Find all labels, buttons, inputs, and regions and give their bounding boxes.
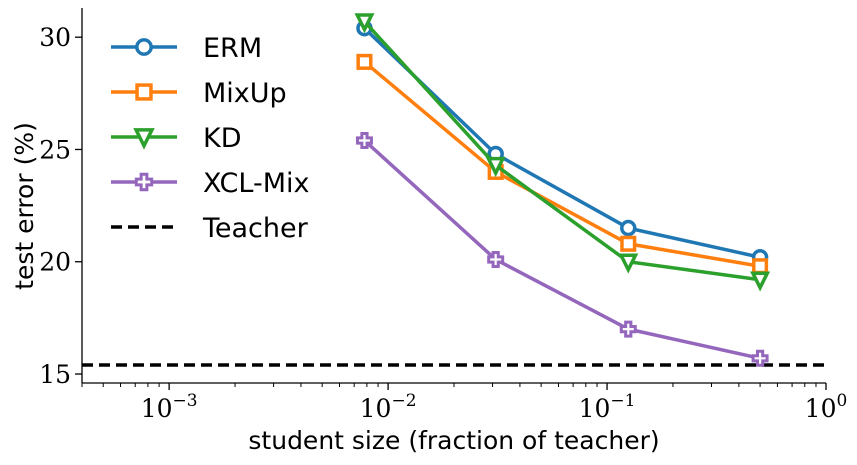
legend-item-kd: KD [111,123,242,154]
legend-marker-mixup [135,83,153,101]
legend-item-erm: ERM [111,33,262,64]
legend-marker-xcl-mix [134,172,154,192]
legend-label-kd: KD [203,123,242,154]
legend-marker-erm [135,38,153,56]
series-line-xcl-mix [363,139,761,361]
x-tick-label-−1: 10−1 [579,391,636,423]
point-kd-4 [750,271,771,292]
point-xcl-mix-4 [751,349,769,367]
plot-area [82,13,826,367]
legend-label-teacher: Teacher [202,213,309,244]
legend-item-xcl-mix: XCL-Mix [111,168,309,199]
series-line-kd [363,20,761,282]
point-xcl-mix-2 [487,250,505,268]
legend-item-mixup: MixUp [111,78,287,109]
point-kd-1 [354,13,375,34]
x-tick-label-−3: 10−3 [141,391,198,423]
legend-label-mixup: MixUp [203,78,287,109]
y-tick-label-15: 15 [39,360,71,389]
point-xcl-mix-3 [619,320,637,338]
x-axis-label: student size (fraction of teacher) [248,426,659,455]
point-mixup-4 [752,258,769,275]
y-axis-label: test error (%) [10,122,39,290]
series-line-erm [363,26,761,259]
point-xcl-mix-1 [355,131,373,149]
point-mixup-3 [620,235,637,252]
y-tick-label-20: 20 [39,248,71,277]
point-erm-3 [620,219,637,237]
legend-item-teacher: Teacher [111,213,309,244]
legend-label-erm: ERM [203,33,262,64]
x-tick-label-−2: 10−2 [360,391,417,423]
point-kd-3 [618,253,639,274]
legend-label-xcl-mix: XCL-Mix [203,168,309,199]
series-line-mixup [363,60,761,268]
point-mixup-1 [356,53,373,70]
y-tick-label-30: 30 [39,23,71,52]
x-tick-label-0: 100 [805,391,848,423]
y-tick-label-25: 25 [39,135,71,164]
point-kd-2 [485,156,506,178]
axes: 15 20 25 30 10−3 10−2 10−1 100 [39,8,847,423]
legend-marker-kd [133,128,155,150]
